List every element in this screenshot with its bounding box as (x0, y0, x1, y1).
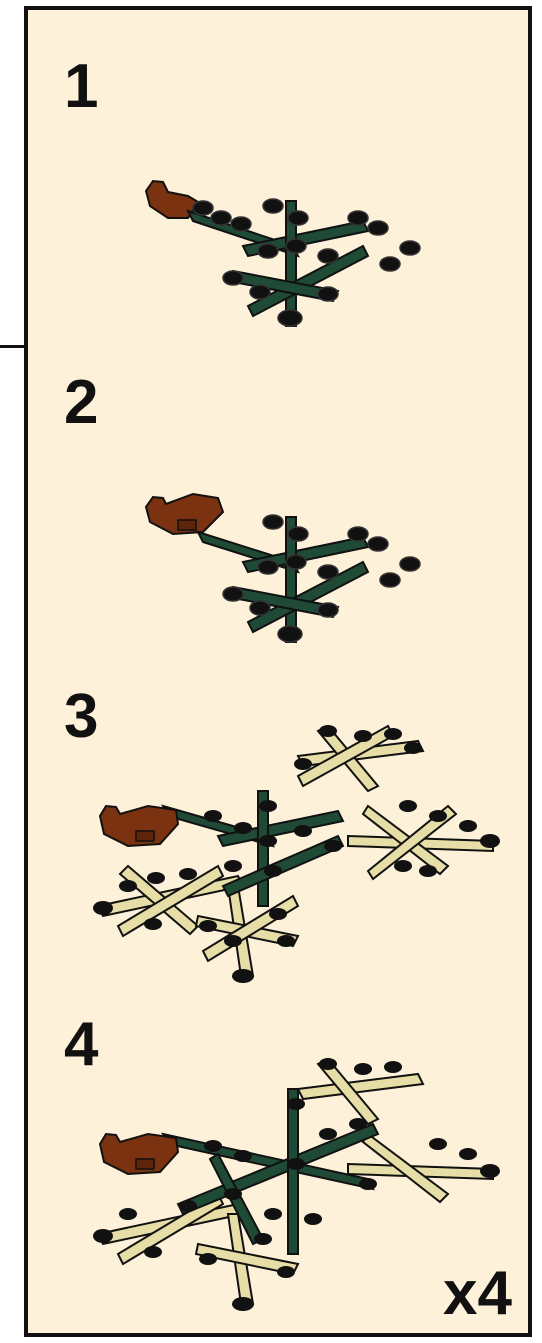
snowflake-tan-right (347, 1132, 500, 1204)
snowflake-dark-green (196, 514, 421, 643)
step-1: 1 (28, 56, 528, 356)
snowflake-tan-right (347, 800, 500, 881)
step-number: 4 (64, 1010, 99, 1079)
step-1-illustration (144, 179, 421, 327)
step-number: 2 (64, 368, 99, 437)
quantity-multiplier: x4 (443, 1259, 512, 1328)
callout-connector-line (0, 345, 26, 348)
snowflake-dark-green (161, 790, 345, 907)
step-2: 2 (28, 372, 528, 672)
clip-piece (98, 804, 180, 848)
clip-piece (98, 1132, 180, 1176)
clip-piece (144, 179, 200, 219)
step-2-illustration (144, 492, 421, 643)
snowflake-dark-green (186, 198, 421, 327)
step-4: 4 (28, 1014, 528, 1334)
step-4-illustration (93, 1057, 500, 1311)
step-number: 1 (64, 52, 99, 121)
snowflake-tan-left (93, 864, 245, 938)
step-3: 3 (28, 686, 528, 1006)
snowflake-tan-top-right (294, 724, 425, 793)
step-3-illustration (93, 724, 500, 983)
clip-piece (144, 492, 225, 536)
step-number: 3 (64, 682, 99, 751)
snowflake-dark-green (161, 1088, 380, 1255)
snowflake-tan-top-right (296, 1057, 425, 1126)
snowflake-tan-bottom (194, 885, 300, 983)
snowflake-tan-bottom (194, 1213, 300, 1311)
instruction-panel: 1 (24, 6, 532, 1337)
